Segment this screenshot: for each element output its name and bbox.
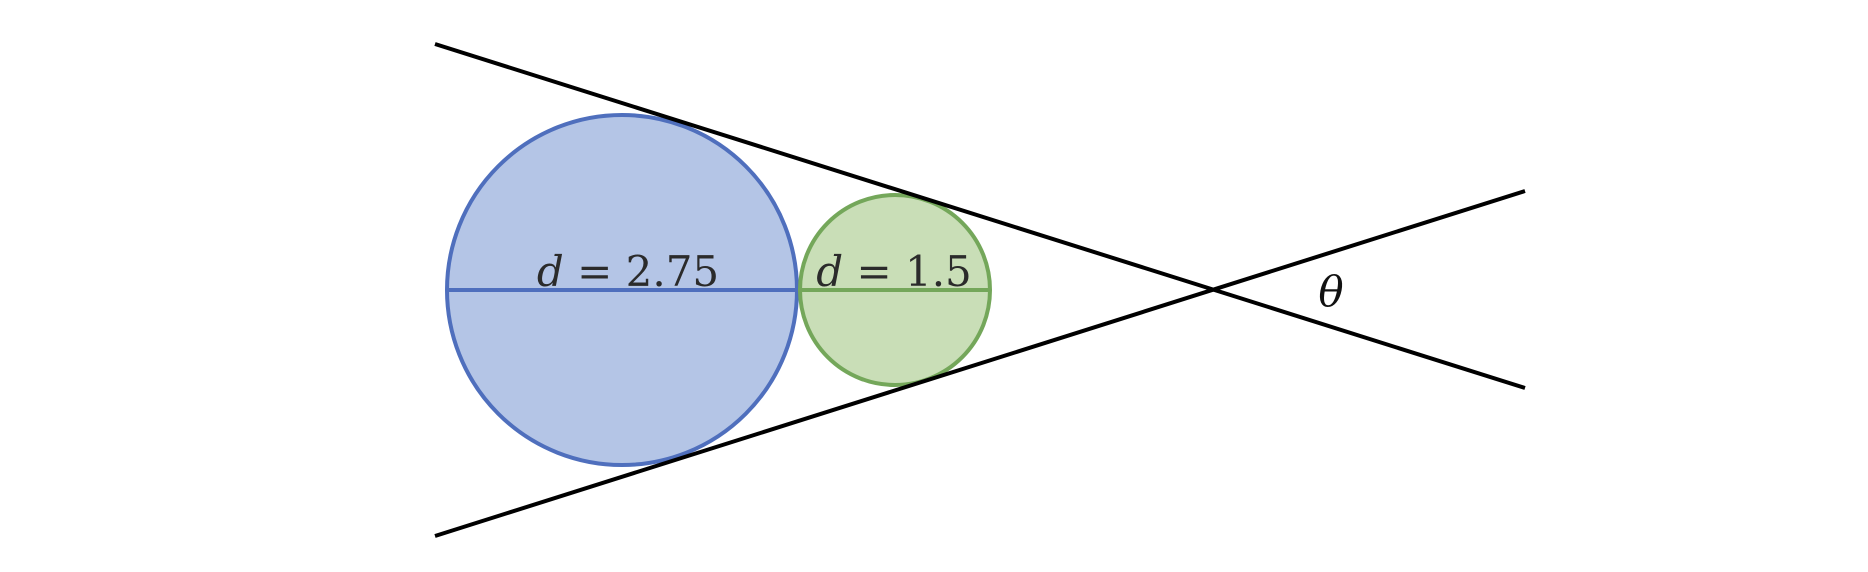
angle-theta-label: θ [1318, 267, 1343, 316]
small-diameter-var: d [816, 247, 843, 296]
large-diameter-var: d [537, 247, 564, 296]
small-diameter-value: = 1.5 [843, 247, 972, 296]
large-diameter-label: d = 2.75 [537, 247, 719, 296]
upper-tangent-line [434, 42, 1526, 390]
lower-tangent-line [434, 189, 1526, 538]
small-diameter-label: d = 1.5 [816, 247, 972, 296]
large-diameter-value: = 2.75 [564, 247, 719, 296]
